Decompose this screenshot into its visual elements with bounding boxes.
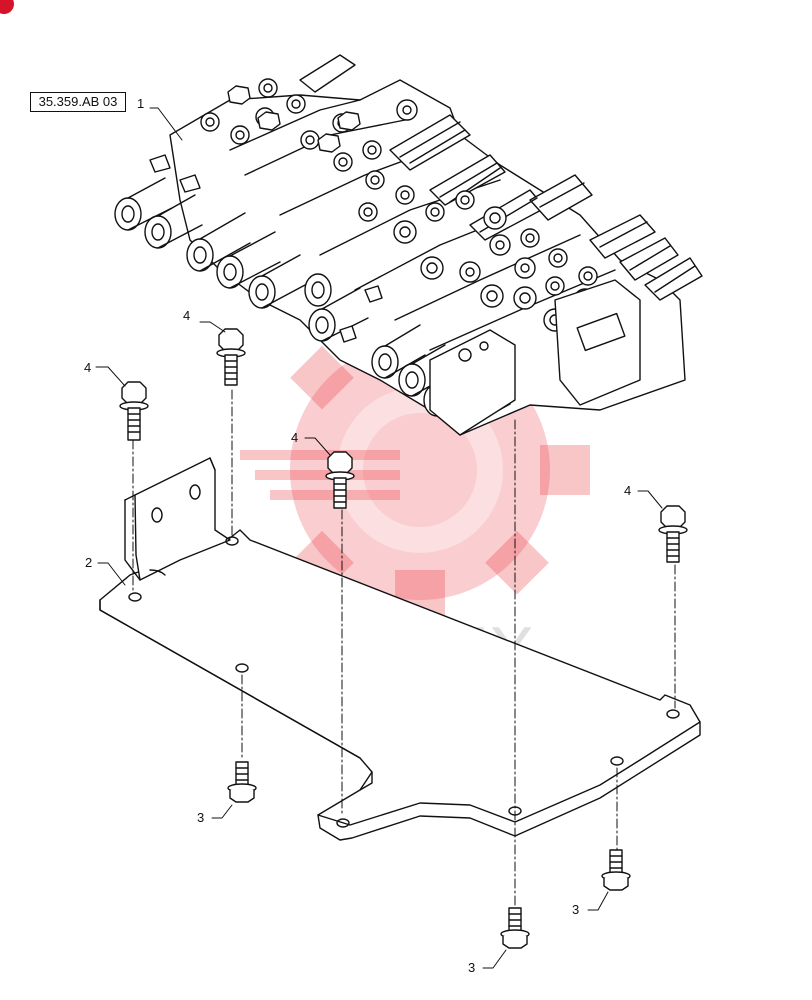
corner-marker-icon [0, 0, 14, 14]
mounting-plate [99, 457, 701, 841]
alignment-centerlines [132, 389, 676, 906]
plate-bolt-bottom [500, 907, 530, 949]
callout-4-left: 4 [84, 360, 92, 375]
flange-bolt-top-left [119, 381, 149, 441]
callout-1: 1 [137, 96, 145, 111]
callout-4-right: 4 [624, 483, 632, 498]
callout-3-left: 3 [197, 810, 205, 825]
control-valve-assembly [114, 54, 703, 436]
flange-bolt-middle [325, 451, 355, 509]
callout-leaders [95, 107, 663, 969]
reference-callout[interactable]: 35.359.AB 03 [30, 92, 126, 112]
plate-bolt-left [227, 761, 257, 803]
callout-4-middle: 4 [291, 430, 299, 445]
callout-4-upper: 4 [183, 308, 191, 323]
plate-bolt-right [601, 849, 631, 891]
callout-2: 2 [85, 555, 93, 570]
flange-bolt-right [658, 505, 688, 563]
callout-3-bottom: 3 [468, 960, 476, 975]
flange-bolt-upper [216, 328, 246, 386]
callout-3-right: 3 [572, 902, 580, 917]
